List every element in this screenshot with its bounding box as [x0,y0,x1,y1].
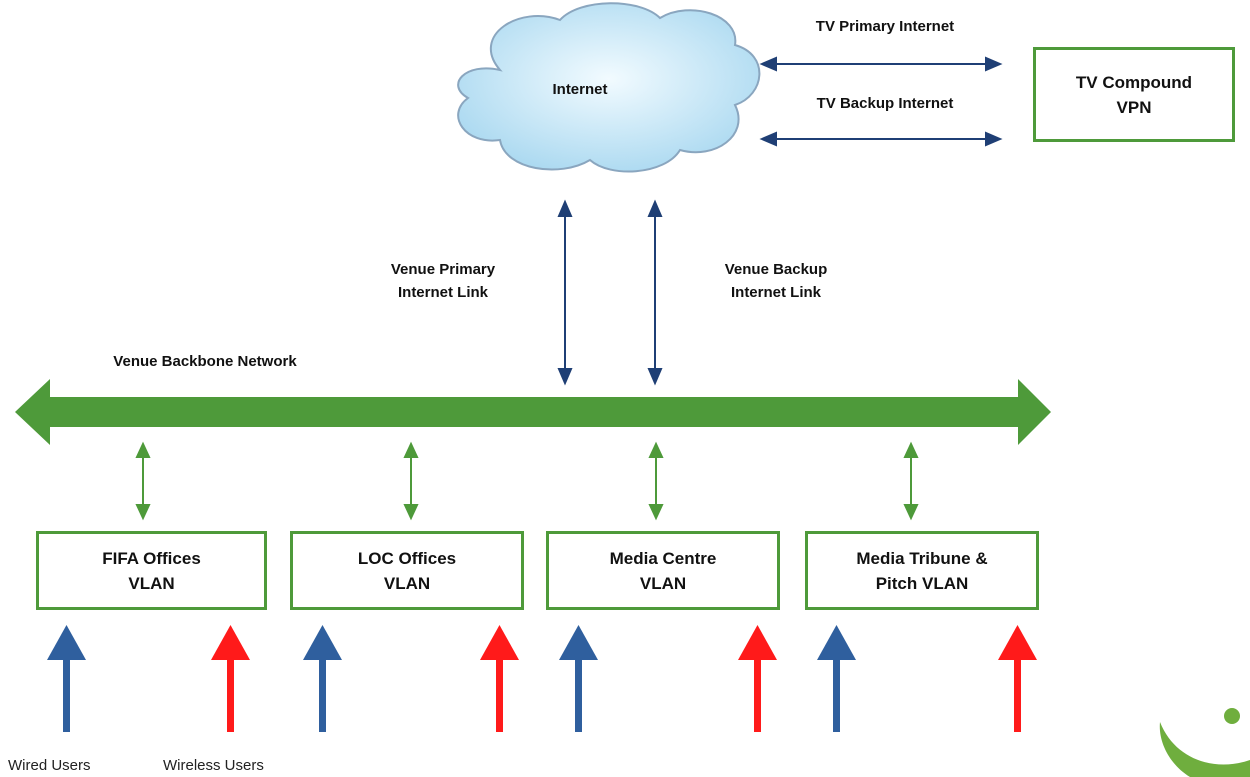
legend-wireless-users: Wireless Users [163,757,264,774]
venue-backup-label: Venue Backup Internet Link [724,261,828,301]
backbone-label: Venue Backbone Network [113,353,297,370]
tv-backup-label: TV Backup Internet [816,95,954,112]
tv-compound-box: TV Compound VPN [1033,47,1235,142]
internet-cloud [457,2,761,173]
tv-primary-link [759,56,1003,72]
wireless-user-arrow [211,625,250,732]
internet-label: Internet [552,81,608,98]
vlan-connector-4 [903,441,919,521]
wired-user-arrow [559,625,598,732]
vlan-box-loc-offices: LOC Offices VLAN [290,531,524,610]
wireless-user-arrow [480,625,519,732]
corner-logo-swoosh [1159,708,1250,777]
vlan-box-fifa-offices: FIFA Offices VLAN [36,531,267,610]
vlan-box-media-centre: Media Centre VLAN [546,531,780,610]
wireless-user-arrow [998,625,1037,732]
wired-user-arrow [817,625,856,732]
venue-primary-label: Venue Primary Internet Link [390,261,496,301]
vlan-connector-1 [135,441,151,521]
legend-wired-users: Wired Users [8,757,91,774]
vlan-box-media-tribune-pitch: Media Tribune & Pitch VLAN [805,531,1039,610]
venue-primary-link [557,199,573,386]
wired-user-arrow [303,625,342,732]
vlan-connector-3 [648,441,664,521]
wireless-user-arrow [738,625,777,732]
tv-primary-label: TV Primary Internet [815,18,955,35]
wired-user-arrow [47,625,86,732]
venue-backup-link [647,199,663,386]
vlan-connector-2 [403,441,419,521]
tv-backup-link [759,131,1003,147]
backbone-arrow [15,379,1051,445]
